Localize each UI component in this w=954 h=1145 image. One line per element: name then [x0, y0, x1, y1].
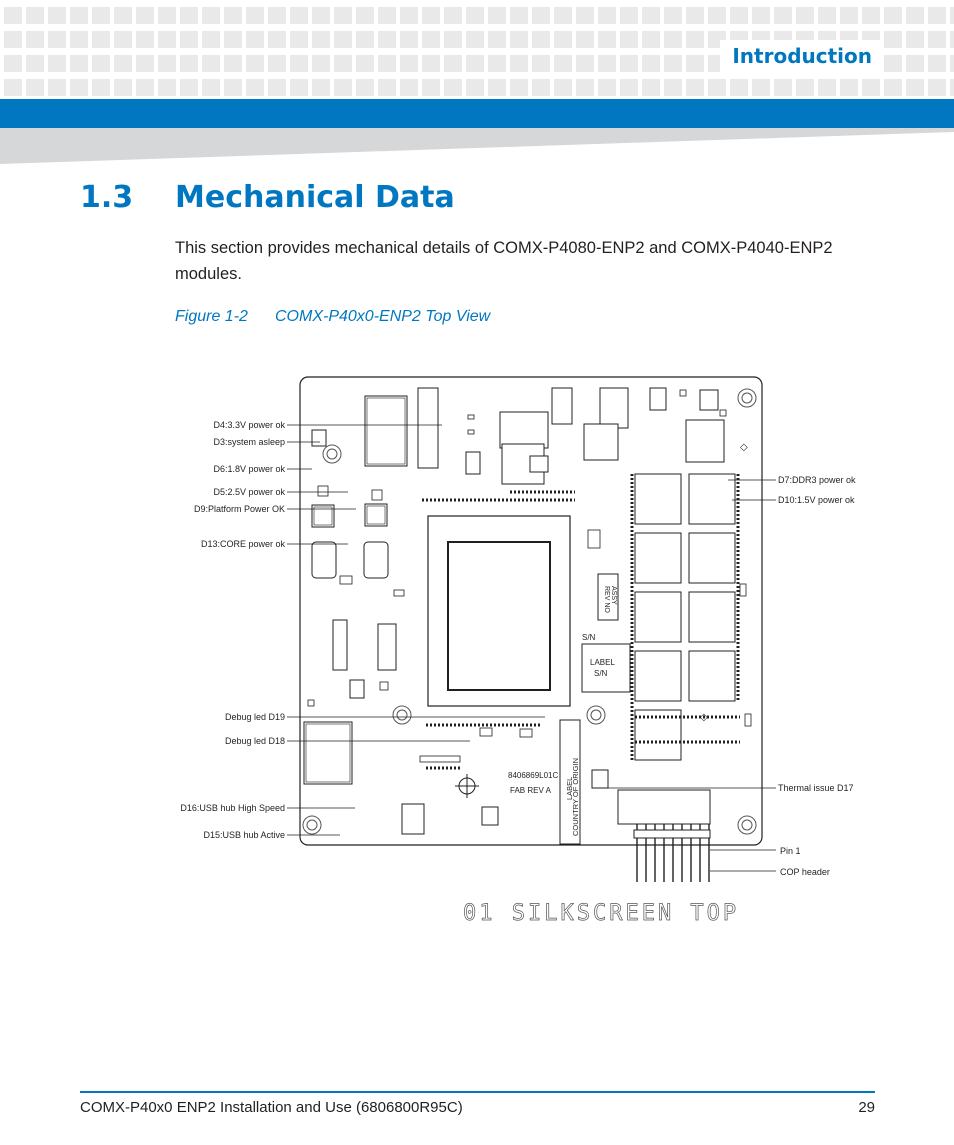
- callout-d13: D13:CORE power ok: [201, 539, 286, 549]
- silkscreen-caption: 01 SILKSCREEN TOP: [463, 901, 739, 926]
- callout-d17: Thermal issue D17: [778, 783, 854, 793]
- header-grey-wedge: [0, 128, 954, 164]
- board-top-view-drawing: ASSY REV NO S/N LABEL S/N LABEL COUNTRY …: [180, 376, 856, 926]
- fab-rev-text: FAB REV A: [510, 786, 552, 795]
- sn-label: S/N: [582, 633, 596, 642]
- cop-header: [617, 789, 711, 882]
- svg-text:◇: ◇: [740, 442, 748, 453]
- callout-d6: D6:1.8V power ok: [213, 464, 285, 474]
- callout-d9: D9:Platform Power OK: [194, 504, 285, 514]
- country-label-line2: COUNTRY OF ORIGIN: [571, 758, 580, 836]
- callout-d19: Debug led D19: [225, 712, 285, 722]
- callout-d10: D10:1.5V power ok: [778, 495, 855, 505]
- right-callouts: D7:DDR3 power ok D10:1.5V power ok Therm…: [778, 475, 856, 877]
- callout-d7: D7:DDR3 power ok: [778, 475, 856, 485]
- callout-d4: D4:3.3V power ok: [213, 420, 285, 430]
- ddr-chips: [634, 473, 736, 761]
- callout-cop-header: COP header: [780, 867, 830, 877]
- fiducial-crosshair: [455, 774, 479, 798]
- cpu-package: [427, 515, 571, 707]
- right-leader-lines: [600, 479, 776, 872]
- callout-d16: D16:USB hub High Speed: [180, 803, 285, 813]
- left-leader-lines: [287, 424, 545, 836]
- section-title: Mechanical Data: [175, 180, 455, 215]
- section-number: 1.3: [80, 180, 134, 215]
- section-body: This section provides mechanical details…: [175, 239, 833, 283]
- fab-id-text: 8406869L01C: [508, 771, 558, 780]
- callout-pin1: Pin 1: [780, 846, 801, 856]
- mounting-holes: [302, 388, 757, 835]
- callout-d5: D5:2.5V power ok: [213, 487, 285, 497]
- footer-rule: [80, 1091, 875, 1093]
- callout-d15: D15:USB hub Active: [203, 830, 285, 840]
- footer-document-title: COMX-P40x0 ENP2 Installation and Use (68…: [80, 1099, 463, 1116]
- callout-d3: D3:system asleep: [213, 437, 285, 447]
- header-blue-bar: [0, 99, 954, 128]
- label-sn-box-line1: LABEL: [590, 658, 615, 667]
- rev-no-label: REV NO: [603, 586, 610, 613]
- assy-label: ASSY: [610, 586, 617, 605]
- figure-number: Figure 1-2: [175, 308, 248, 325]
- figure-title: COMX-P40x0-ENP2 Top View: [275, 308, 491, 325]
- svg-text:◇: ◇: [700, 712, 708, 723]
- footer-page-number: 29: [858, 1099, 875, 1116]
- left-callouts: D4:3.3V power ok D3:system asleep D6:1.8…: [180, 420, 285, 840]
- section-tab: Introduction: [720, 40, 884, 72]
- label-sn-box-line2: S/N: [594, 669, 608, 678]
- callout-d18: Debug led D18: [225, 736, 285, 746]
- country-label-line1: LABEL: [565, 777, 574, 800]
